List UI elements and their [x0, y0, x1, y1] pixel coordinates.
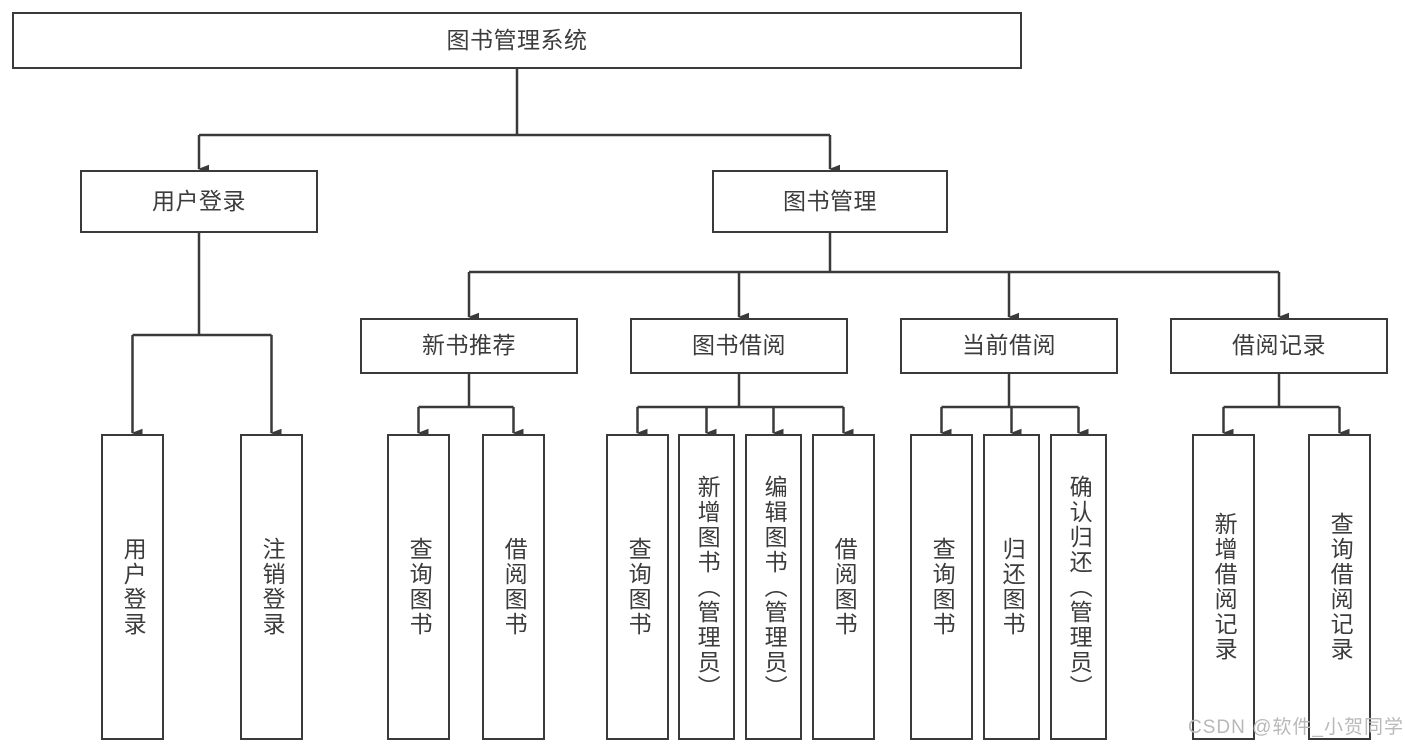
node-label: 新增借阅记录: [1211, 512, 1238, 662]
node-label: 借阅图书: [501, 537, 528, 637]
node-book-manage[interactable]: 图书管理: [712, 170, 948, 233]
node-leaf-user-login[interactable]: 用户登录: [101, 434, 164, 740]
node-label: 编辑图书（管理员）: [761, 474, 788, 700]
node-label: 查询图书: [406, 537, 433, 637]
node-leaf-edit-book[interactable]: 编辑图书（管理员）: [745, 434, 802, 740]
node-leaf-add-book[interactable]: 新增图书（管理员）: [678, 434, 735, 740]
node-leaf-add-record[interactable]: 新增借阅记录: [1192, 434, 1255, 740]
node-label: 图书管理: [783, 187, 877, 214]
node-label: 用户登录: [120, 537, 147, 637]
node-leaf-borrow-book-2[interactable]: 借阅图书: [812, 434, 875, 740]
node-label: 查询图书: [625, 537, 652, 637]
node-label: 确认归还（管理员）: [1066, 474, 1093, 700]
node-label: 借阅记录: [1232, 332, 1326, 359]
node-leaf-query-book-1[interactable]: 查询图书: [387, 434, 450, 740]
node-new-book-recommend[interactable]: 新书推荐: [360, 318, 578, 374]
node-leaf-query-book-3[interactable]: 查询图书: [910, 434, 973, 740]
watermark-text: CSDN @软件_小贺同学: [1188, 717, 1404, 738]
node-leaf-query-record[interactable]: 查询借阅记录: [1308, 434, 1371, 740]
node-label: 归还图书: [999, 537, 1026, 637]
node-user-login[interactable]: 用户登录: [80, 170, 318, 233]
node-label: 新书推荐: [422, 332, 516, 359]
node-label: 借阅图书: [831, 537, 858, 637]
node-leaf-confirm-return[interactable]: 确认归还（管理员）: [1050, 434, 1107, 740]
node-leaf-borrow-book-1[interactable]: 借阅图书: [482, 434, 545, 740]
node-label: 注销登录: [259, 537, 286, 637]
node-label: 查询借阅记录: [1327, 512, 1354, 662]
edges: [131, 69, 1350, 438]
node-root[interactable]: 图书管理系统: [12, 12, 1022, 69]
node-borrow-record[interactable]: 借阅记录: [1170, 318, 1388, 374]
node-leaf-logout[interactable]: 注销登录: [240, 434, 303, 740]
node-current-borrow[interactable]: 当前借阅: [900, 318, 1118, 374]
node-label: 用户登录: [152, 187, 246, 214]
node-label: 图书借阅: [692, 332, 786, 359]
node-leaf-return-book[interactable]: 归还图书: [983, 434, 1040, 740]
node-leaf-query-book-2[interactable]: 查询图书: [606, 434, 669, 740]
node-label: 当前借阅: [962, 332, 1056, 359]
node-label: 新增图书（管理员）: [694, 474, 721, 700]
node-book-borrow[interactable]: 图书借阅: [630, 318, 848, 374]
node-label: 查询图书: [929, 537, 956, 637]
node-label: 图书管理系统: [446, 26, 588, 53]
